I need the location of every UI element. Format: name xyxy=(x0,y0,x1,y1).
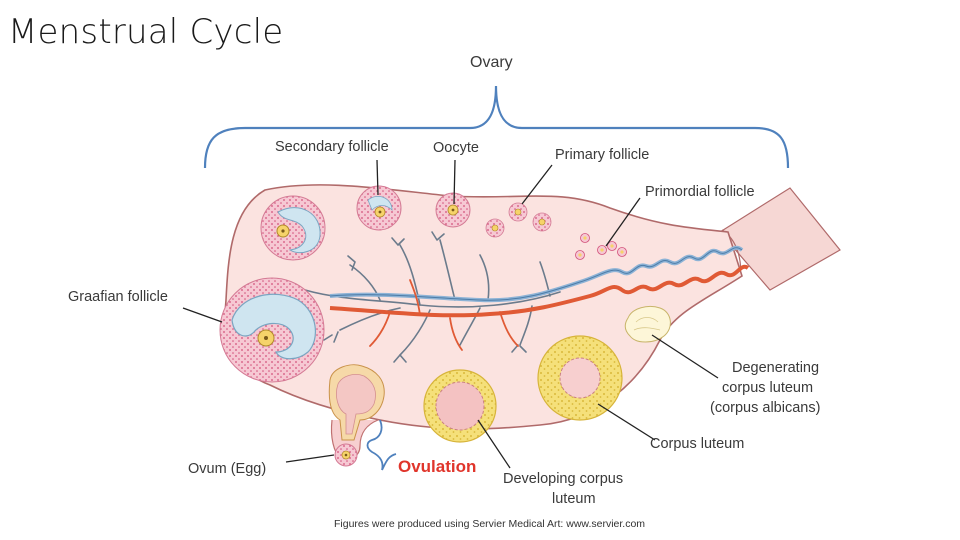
label-degenerating-line2: corpus luteum xyxy=(722,380,813,396)
label-degenerating-line3: (corpus albicans) xyxy=(710,400,820,416)
developing-corpus-luteum xyxy=(423,369,497,443)
label-ovulation: Ovulation xyxy=(398,457,476,476)
ovum xyxy=(334,443,358,467)
label-developing-line2: luteum xyxy=(552,491,596,507)
follicle-oocyte xyxy=(435,192,471,228)
ovarian-artery xyxy=(329,264,750,318)
credit-text: Figures were produced using Servier Medi… xyxy=(334,518,645,530)
label-primordial-follicle: Primordial follicle xyxy=(645,184,755,200)
follicle-secondary-large xyxy=(260,195,326,261)
label-ovum: Ovum (Egg) xyxy=(188,461,266,477)
corpus-albicans xyxy=(624,305,671,343)
label-oocyte: Oocyte xyxy=(433,140,479,156)
label-degenerating-line1: Degenerating xyxy=(732,360,819,376)
ovary-bracket xyxy=(203,85,790,169)
follicle-secondary xyxy=(356,185,402,231)
follicle-graafian xyxy=(219,277,325,383)
label-corpus-luteum: Corpus luteum xyxy=(650,436,744,452)
slide-title: Menstrual Cycle xyxy=(8,12,284,52)
label-primary-follicle: Primary follicle xyxy=(555,147,649,163)
leader-lines xyxy=(182,159,719,469)
label-developing-line1: Developing corpus xyxy=(503,471,623,487)
nerve-branches xyxy=(304,231,561,363)
artery-branches xyxy=(369,279,519,351)
ruptured-follicle xyxy=(328,364,385,441)
label-secondary-follicle: Secondary follicle xyxy=(275,139,389,155)
ovarian-vein-outline xyxy=(329,247,743,301)
ovulation-bracket xyxy=(366,419,397,471)
ovarian-ligament xyxy=(719,187,841,291)
label-graafian-follicle: Graafian follicle xyxy=(68,289,168,305)
label-ovary: Ovary xyxy=(470,54,513,71)
corpus-luteum xyxy=(537,335,623,421)
follicles-primary xyxy=(485,202,552,238)
follicles-primordial xyxy=(575,233,627,260)
